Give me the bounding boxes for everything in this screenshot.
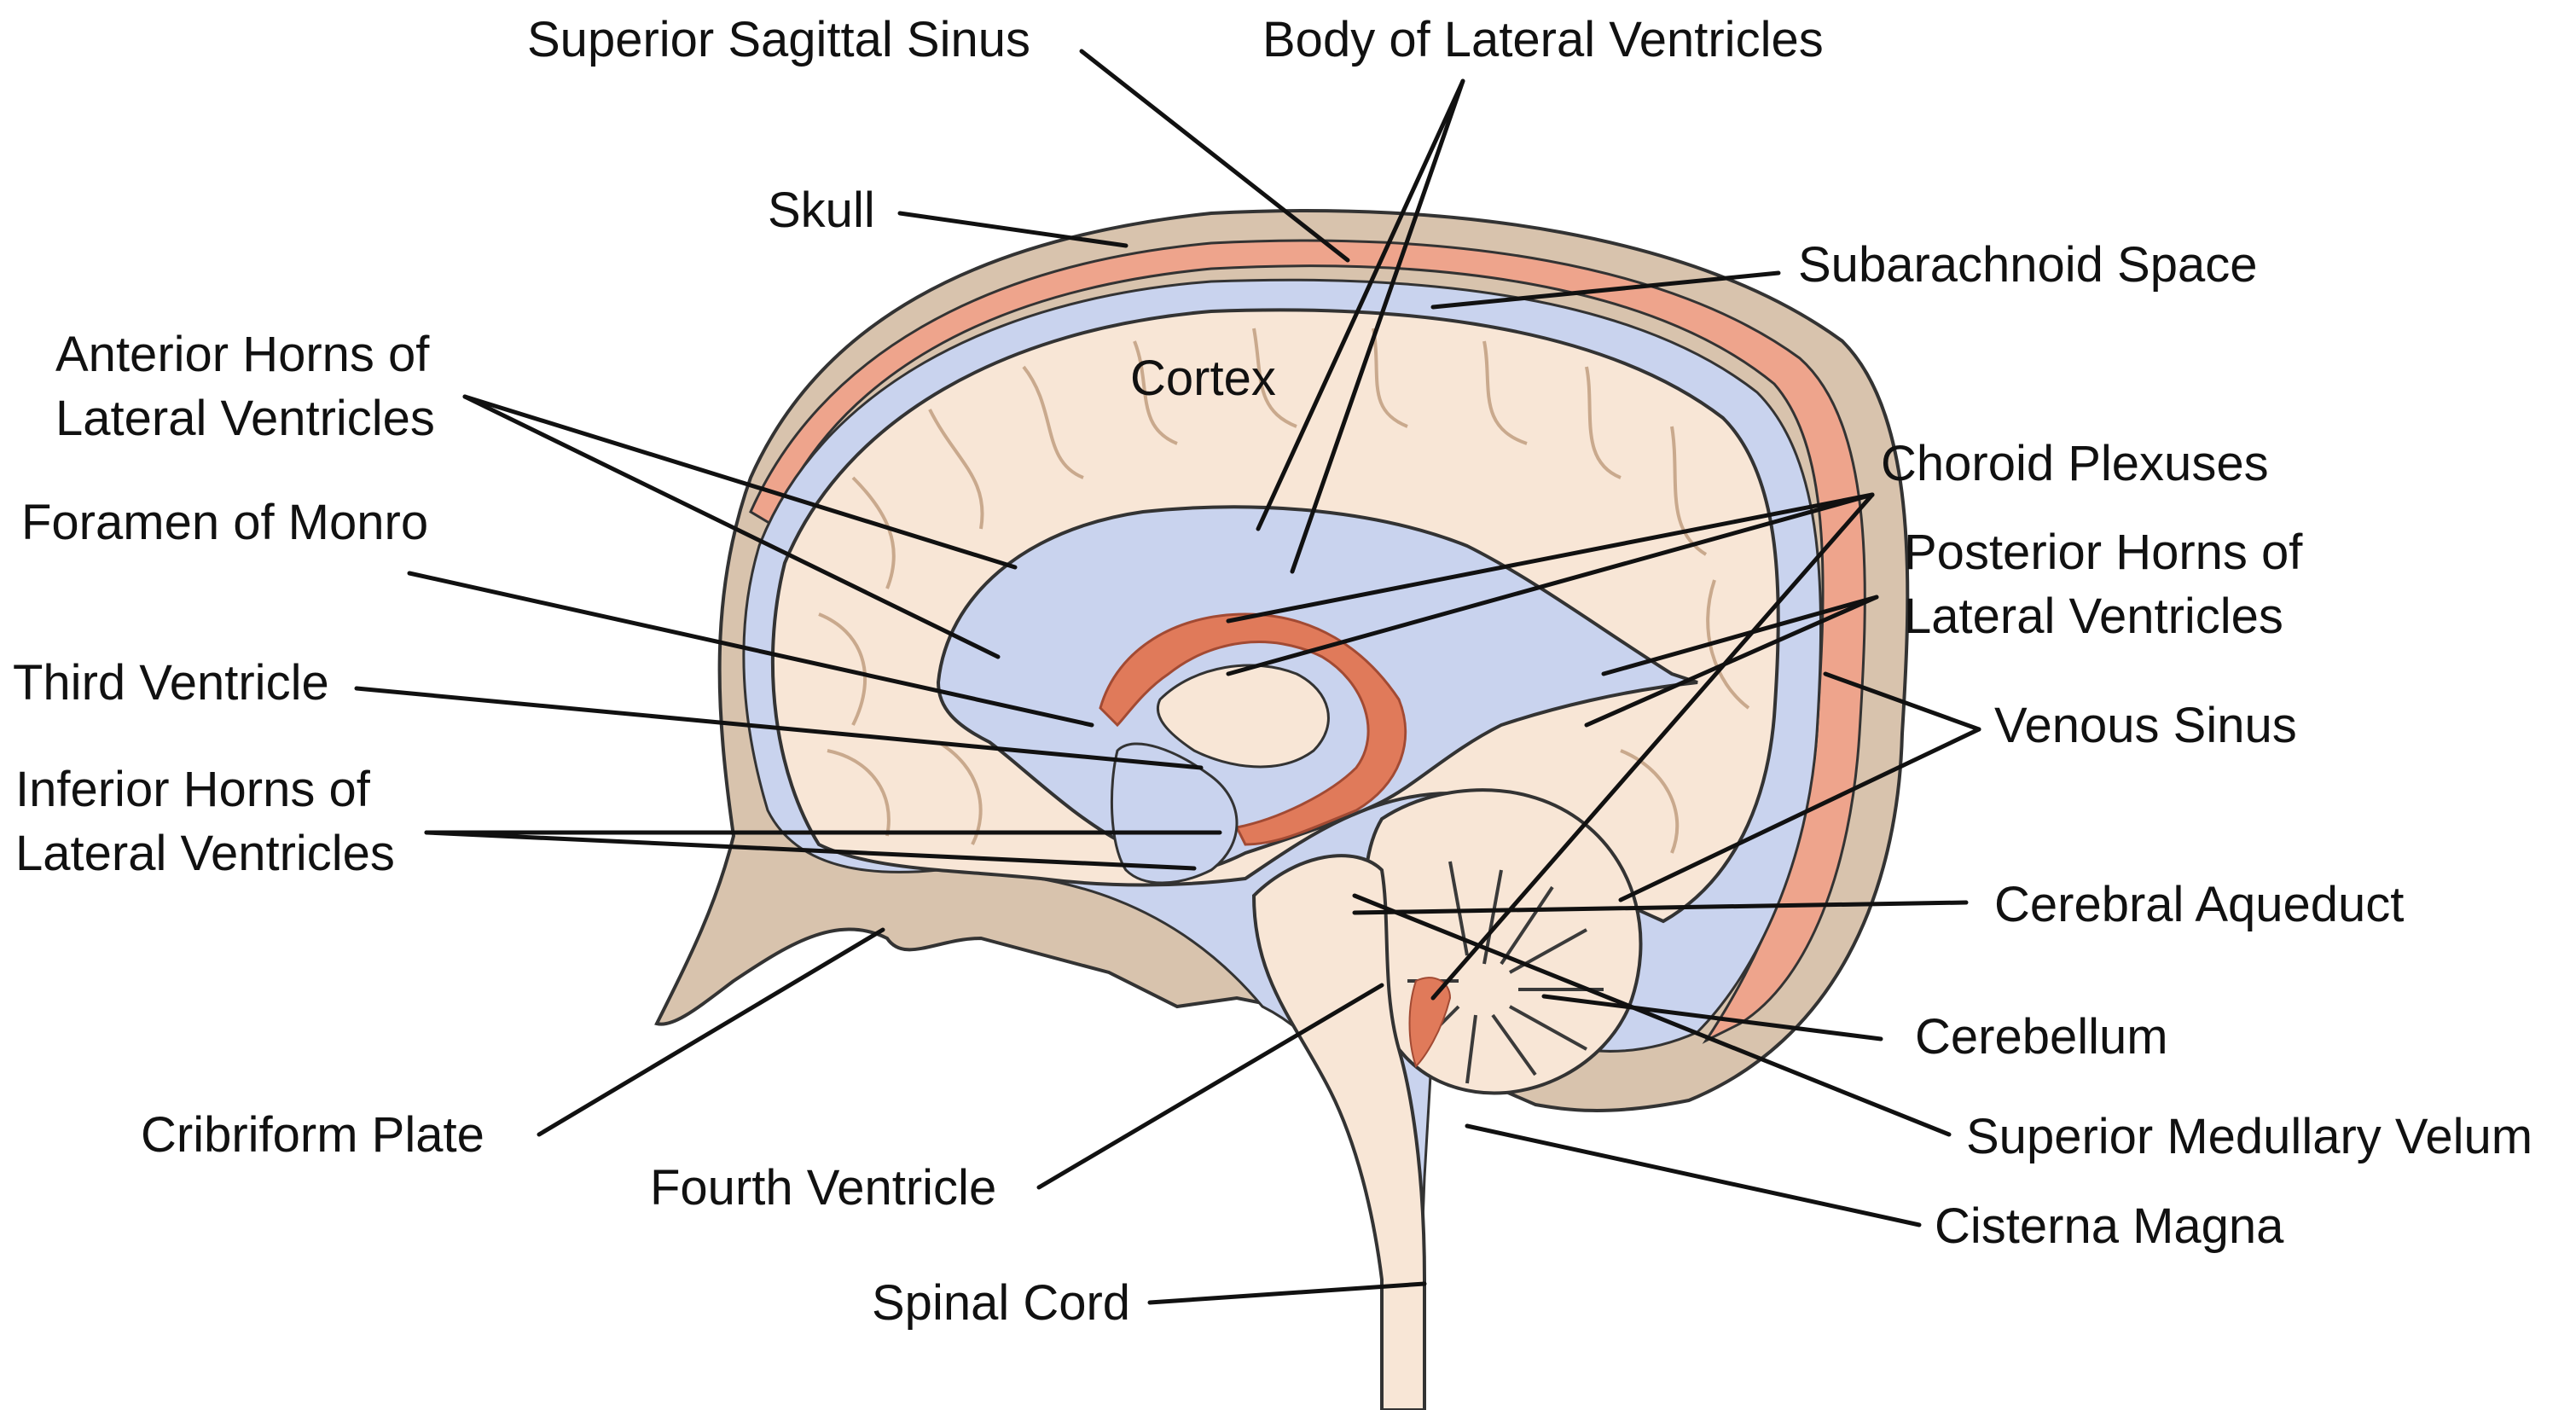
leader-cerebellum [1541, 994, 1883, 1042]
label-cerebellum: Cerebellum [1915, 1009, 2168, 1065]
label-anterior-horns-line2: Lateral Ventricles [55, 391, 435, 446]
leader-spinal-cord [1147, 1281, 1427, 1305]
label-cribriform-plate: Cribriform Plate [141, 1107, 484, 1163]
leader-inferior-horns-b [424, 830, 1197, 871]
labels: Superior Sagittal Sinus Body of Lateral … [13, 12, 2532, 1331]
leader-body-lateral-ventricles-b [1290, 78, 1465, 574]
leader-superior-sagittal-sinus [1079, 49, 1350, 263]
leader-posterior-horns-b [1584, 595, 1879, 728]
leader-choroid-plexuses-b [1226, 492, 1875, 676]
label-fourth-ventricle: Fourth Ventricle [650, 1160, 996, 1216]
leader-body-lateral-ventricles-a [1256, 78, 1465, 531]
leader-skull [897, 211, 1128, 248]
leader-venous-sinus-b [1618, 727, 1981, 902]
brainstem-shape [1251, 854, 1426, 1410]
leader-cerebral-aqueduct [1352, 900, 1969, 915]
leader-anterior-horns-b [462, 394, 1001, 659]
label-subarachnoid-space: Subarachnoid Space [1798, 237, 2258, 293]
leader-third-ventricle [354, 686, 1204, 770]
label-superior-sagittal-sinus: Superior Sagittal Sinus [527, 12, 1030, 67]
label-spinal-cord: Spinal Cord [872, 1275, 1130, 1331]
label-venous-sinus: Venous Sinus [1994, 698, 2297, 753]
brain-illustration [654, 209, 1910, 1410]
venous-sinus-band [749, 239, 1866, 1044]
leader-choroid-plexuses-c [1430, 492, 1875, 1001]
label-foramen-of-monro: Foramen of Monro [21, 495, 428, 550]
leader-lines [354, 49, 1981, 1305]
label-posterior-horns-line2: Lateral Ventricles [1904, 589, 2283, 644]
label-choroid-plexuses: Choroid Plexuses [1881, 436, 2269, 491]
leader-subarachnoid-space [1430, 270, 1781, 310]
choroid-plexus-shape [1099, 612, 1407, 846]
label-third-ventricle: Third Ventricle [13, 655, 329, 711]
label-cisterna-magna: Cisterna Magna [1935, 1198, 2284, 1254]
label-anterior-horns-line1: Anterior Horns of [55, 327, 430, 382]
label-skull: Skull [768, 183, 875, 238]
leader-fourth-ventricle [1036, 983, 1384, 1190]
label-superior-medullary-velum: Superior Medullary Velum [1966, 1109, 2532, 1164]
label-inferior-horns-line2: Lateral Ventricles [15, 826, 395, 881]
label-cerebral-aqueduct: Cerebral Aqueduct [1994, 877, 2404, 932]
label-cortex: Cortex [1130, 351, 1276, 406]
cerebellum-shape [1363, 788, 1643, 1095]
label-posterior-horns-line1: Posterior Horns of [1904, 525, 2303, 580]
leader-anterior-horns-a [462, 394, 1018, 570]
thalamus-shape [1156, 664, 1330, 769]
leader-posterior-horns-a [1601, 595, 1879, 676]
leader-cisterna-magna [1465, 1123, 1922, 1227]
leader-superior-medullary-velum [1352, 893, 1952, 1137]
label-body-of-lateral-ventricles: Body of Lateral Ventricles [1262, 12, 1824, 67]
leader-venous-sinus-a [1823, 671, 1981, 732]
label-inferior-horns-line1: Inferior Horns of [15, 762, 371, 817]
leader-choroid-plexuses-a [1226, 492, 1875, 624]
leader-foramen-of-monro [407, 571, 1094, 728]
leader-cribriform-plate [537, 927, 885, 1137]
fourth-ventricle-shape [1408, 977, 1452, 1068]
